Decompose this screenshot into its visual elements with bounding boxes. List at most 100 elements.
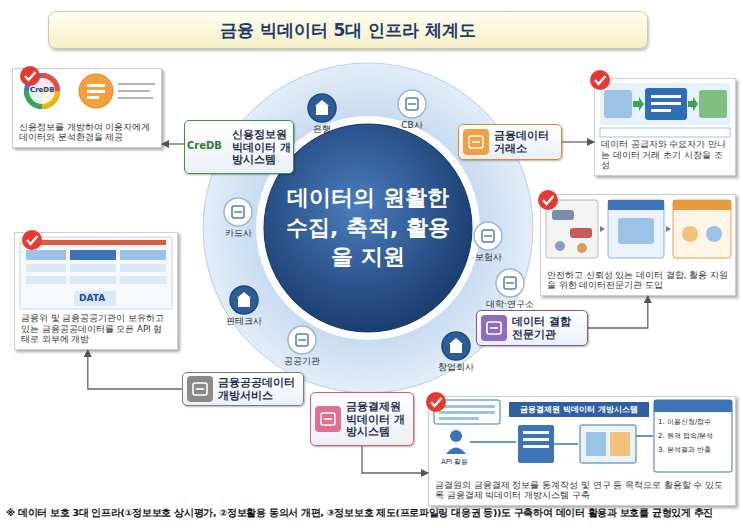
node-text: 데이터 공급자와 수요자가 만나는 데이터 거래 초기 시장을 조성: [601, 139, 729, 171]
system-icon: [315, 406, 341, 432]
member-icon-shape: [230, 286, 258, 314]
node-text: 금융공공데이터 개방서비스: [218, 376, 300, 401]
member-icon-shape: [224, 198, 252, 226]
connector-arrow: [362, 446, 428, 473]
member-icon-symbol: [484, 235, 492, 237]
member-icon: 핀테크사: [214, 285, 274, 333]
member-icon-symbol: [504, 277, 516, 289]
system-icon-symbol: [193, 383, 207, 395]
member-icon-symbol: [315, 100, 329, 106]
member-icon-symbol: [296, 334, 308, 346]
member-icon-symbol: [506, 282, 514, 284]
member-label-holder: 핀테크사: [214, 316, 274, 327]
panel-text-holder: 금융위 및 금융공공기관이 보유하고 있는 금융공공데이터를 오픈 API 형태…: [21, 313, 171, 345]
member-icon-symbol: [238, 298, 250, 307]
member-label-holder: 공공기관: [272, 356, 332, 367]
member-icon-shape: [307, 93, 337, 123]
system-icon: [463, 129, 489, 155]
label-text: CreDB: [187, 140, 222, 152]
node-text: 보험사: [458, 252, 518, 263]
label-text: API 활용: [441, 458, 468, 466]
member-icon-symbol: [449, 338, 463, 344]
node-text: 금결원의 금융결제 정보를 통계작성 및 연구 등 목적으로 활용할 수 있도록…: [435, 480, 729, 501]
member-icon: 은행: [292, 93, 352, 141]
caption-text: ※ 데이터 보호 3대 인프라(①정보보호 상시평가, ②정보활용 동의서 개편…: [6, 508, 739, 519]
center-text-holder: 데이터의 원활한 수집, 축적, 활용을 지원: [275, 183, 461, 272]
system-icon-symbol: [324, 418, 332, 420]
member-icon-shape: [398, 90, 426, 118]
label-text: 3. 분석결과 반출: [658, 446, 711, 454]
node-text: 핀테크사: [214, 316, 274, 327]
member-icon-shape: [495, 268, 525, 298]
member-icon-symbol: [298, 339, 306, 341]
node-text: 카드사: [208, 228, 268, 239]
node-text: 신용정보를 개방하여 이용자에게 데이터와 분석환경을 제공: [19, 122, 155, 143]
description-panel: 신용정보를 개방하여 이용자에게 데이터와 분석환경을 제공: [12, 68, 162, 148]
header-band: 금융결제원 빅데이터 개방시스템: [509, 402, 649, 417]
node-text: 데이터 결합 전문기관: [512, 315, 584, 340]
system-text-holder: 금융공공데이터 개방서비스: [218, 376, 300, 401]
member-icon: 보험사: [458, 221, 518, 269]
member-icon: CB사: [382, 89, 442, 137]
member-icon-shape: [397, 89, 427, 119]
system-box: 금융결제원 빅데이터 개방시스템: [310, 392, 414, 446]
system-icon-symbol: [481, 315, 507, 341]
node-text: 창업회사: [426, 362, 486, 373]
system-box: 데이터 결합 전문기관: [476, 310, 588, 346]
member-icon-shape: [441, 331, 471, 361]
member-label-holder: 대학·연구소: [480, 299, 540, 310]
system-box: 금융공공데이터 개방서비스: [182, 372, 304, 406]
panel-text-holder: 데이터 공급자와 수요자가 만나는 데이터 거래 초기 시장을 조성: [601, 139, 729, 171]
node-text: 은행: [292, 124, 352, 135]
system-icon-symbol: [469, 136, 483, 148]
connector-arrow: [562, 141, 594, 142]
system-text-holder: 신용정보원 빅데이터 개방시스템: [232, 128, 294, 166]
node-text: 신용정보원 빅데이터 개방시스템: [232, 128, 294, 166]
member-icon-shape: [442, 332, 470, 360]
system-text-holder: 금융결제원 빅데이터 개방시스템: [346, 400, 408, 438]
system-icon-symbol: [463, 129, 489, 155]
node-text: CB사: [382, 120, 442, 131]
system-icon-symbol: [187, 376, 213, 402]
member-icon-symbol: [482, 230, 494, 242]
connector-arrow: [162, 143, 184, 144]
center-circle-shape: [264, 124, 472, 332]
member-label-holder: 은행: [292, 124, 352, 135]
system-icon-symbol: [196, 388, 204, 390]
diagram-title: 금융 빅데이터 5대 인프라 체계도: [48, 11, 648, 49]
member-icon-symbol: [237, 292, 251, 298]
node-text: 금융위 및 금융공공기관이 보유하고 있는 금융공공데이터를 오픈 API 형태…: [21, 313, 171, 345]
panel-text-holder: 신용정보를 개방하여 이용자에게 데이터와 분석환경을 제공: [19, 122, 155, 143]
label-text: 1. 이용신청/접수: [658, 418, 711, 426]
connector-arrow: [88, 350, 182, 389]
system-icon: [481, 315, 507, 341]
member-icon-shape: [496, 269, 524, 297]
system-icon-symbol: [487, 322, 501, 334]
member-icon-symbol: [408, 103, 416, 105]
member-icon-shape: [288, 326, 316, 354]
node-text: 공공기관: [272, 356, 332, 367]
panel-text-holder: 금결원의 금융결제 정보를 통계작성 및 연구 등 목적으로 활용할 수 있도록…: [435, 480, 729, 501]
member-icon-shape: [287, 325, 317, 355]
label-text: DATA: [79, 293, 105, 304]
member-icon-shape: [474, 222, 502, 250]
member-label-holder: 창업회사: [426, 362, 486, 373]
member-icon-shape: [308, 94, 336, 122]
member-icon-symbol: [316, 106, 328, 115]
node-text: 안전하고 신뢰성 있는 데이터 결합, 활용 지원을 위한 데이터전문기관 도입: [547, 270, 729, 291]
system-text-holder: 데이터 결합 전문기관: [512, 315, 584, 340]
system-icon-symbol: [321, 413, 335, 425]
member-icon-symbol: [406, 98, 418, 110]
system-box: 금융데이터 거래소: [458, 124, 562, 160]
system-icon-symbol: [490, 327, 498, 329]
member-icon-symbol: [450, 344, 462, 353]
system-icon-symbol: [315, 406, 341, 432]
label-text: 2. 원격 접속/분석: [658, 432, 714, 440]
member-label-holder: 보험사: [458, 252, 518, 263]
node-text: 금융결제원 빅데이터 개방시스템: [346, 400, 408, 438]
center-circle: 데이터의 원활한 수집, 축적, 활용을 지원: [263, 123, 473, 333]
member-icon-shape: [229, 285, 259, 315]
member-icon: 대학·연구소: [480, 268, 540, 316]
member-label-holder: CB사: [382, 120, 442, 131]
